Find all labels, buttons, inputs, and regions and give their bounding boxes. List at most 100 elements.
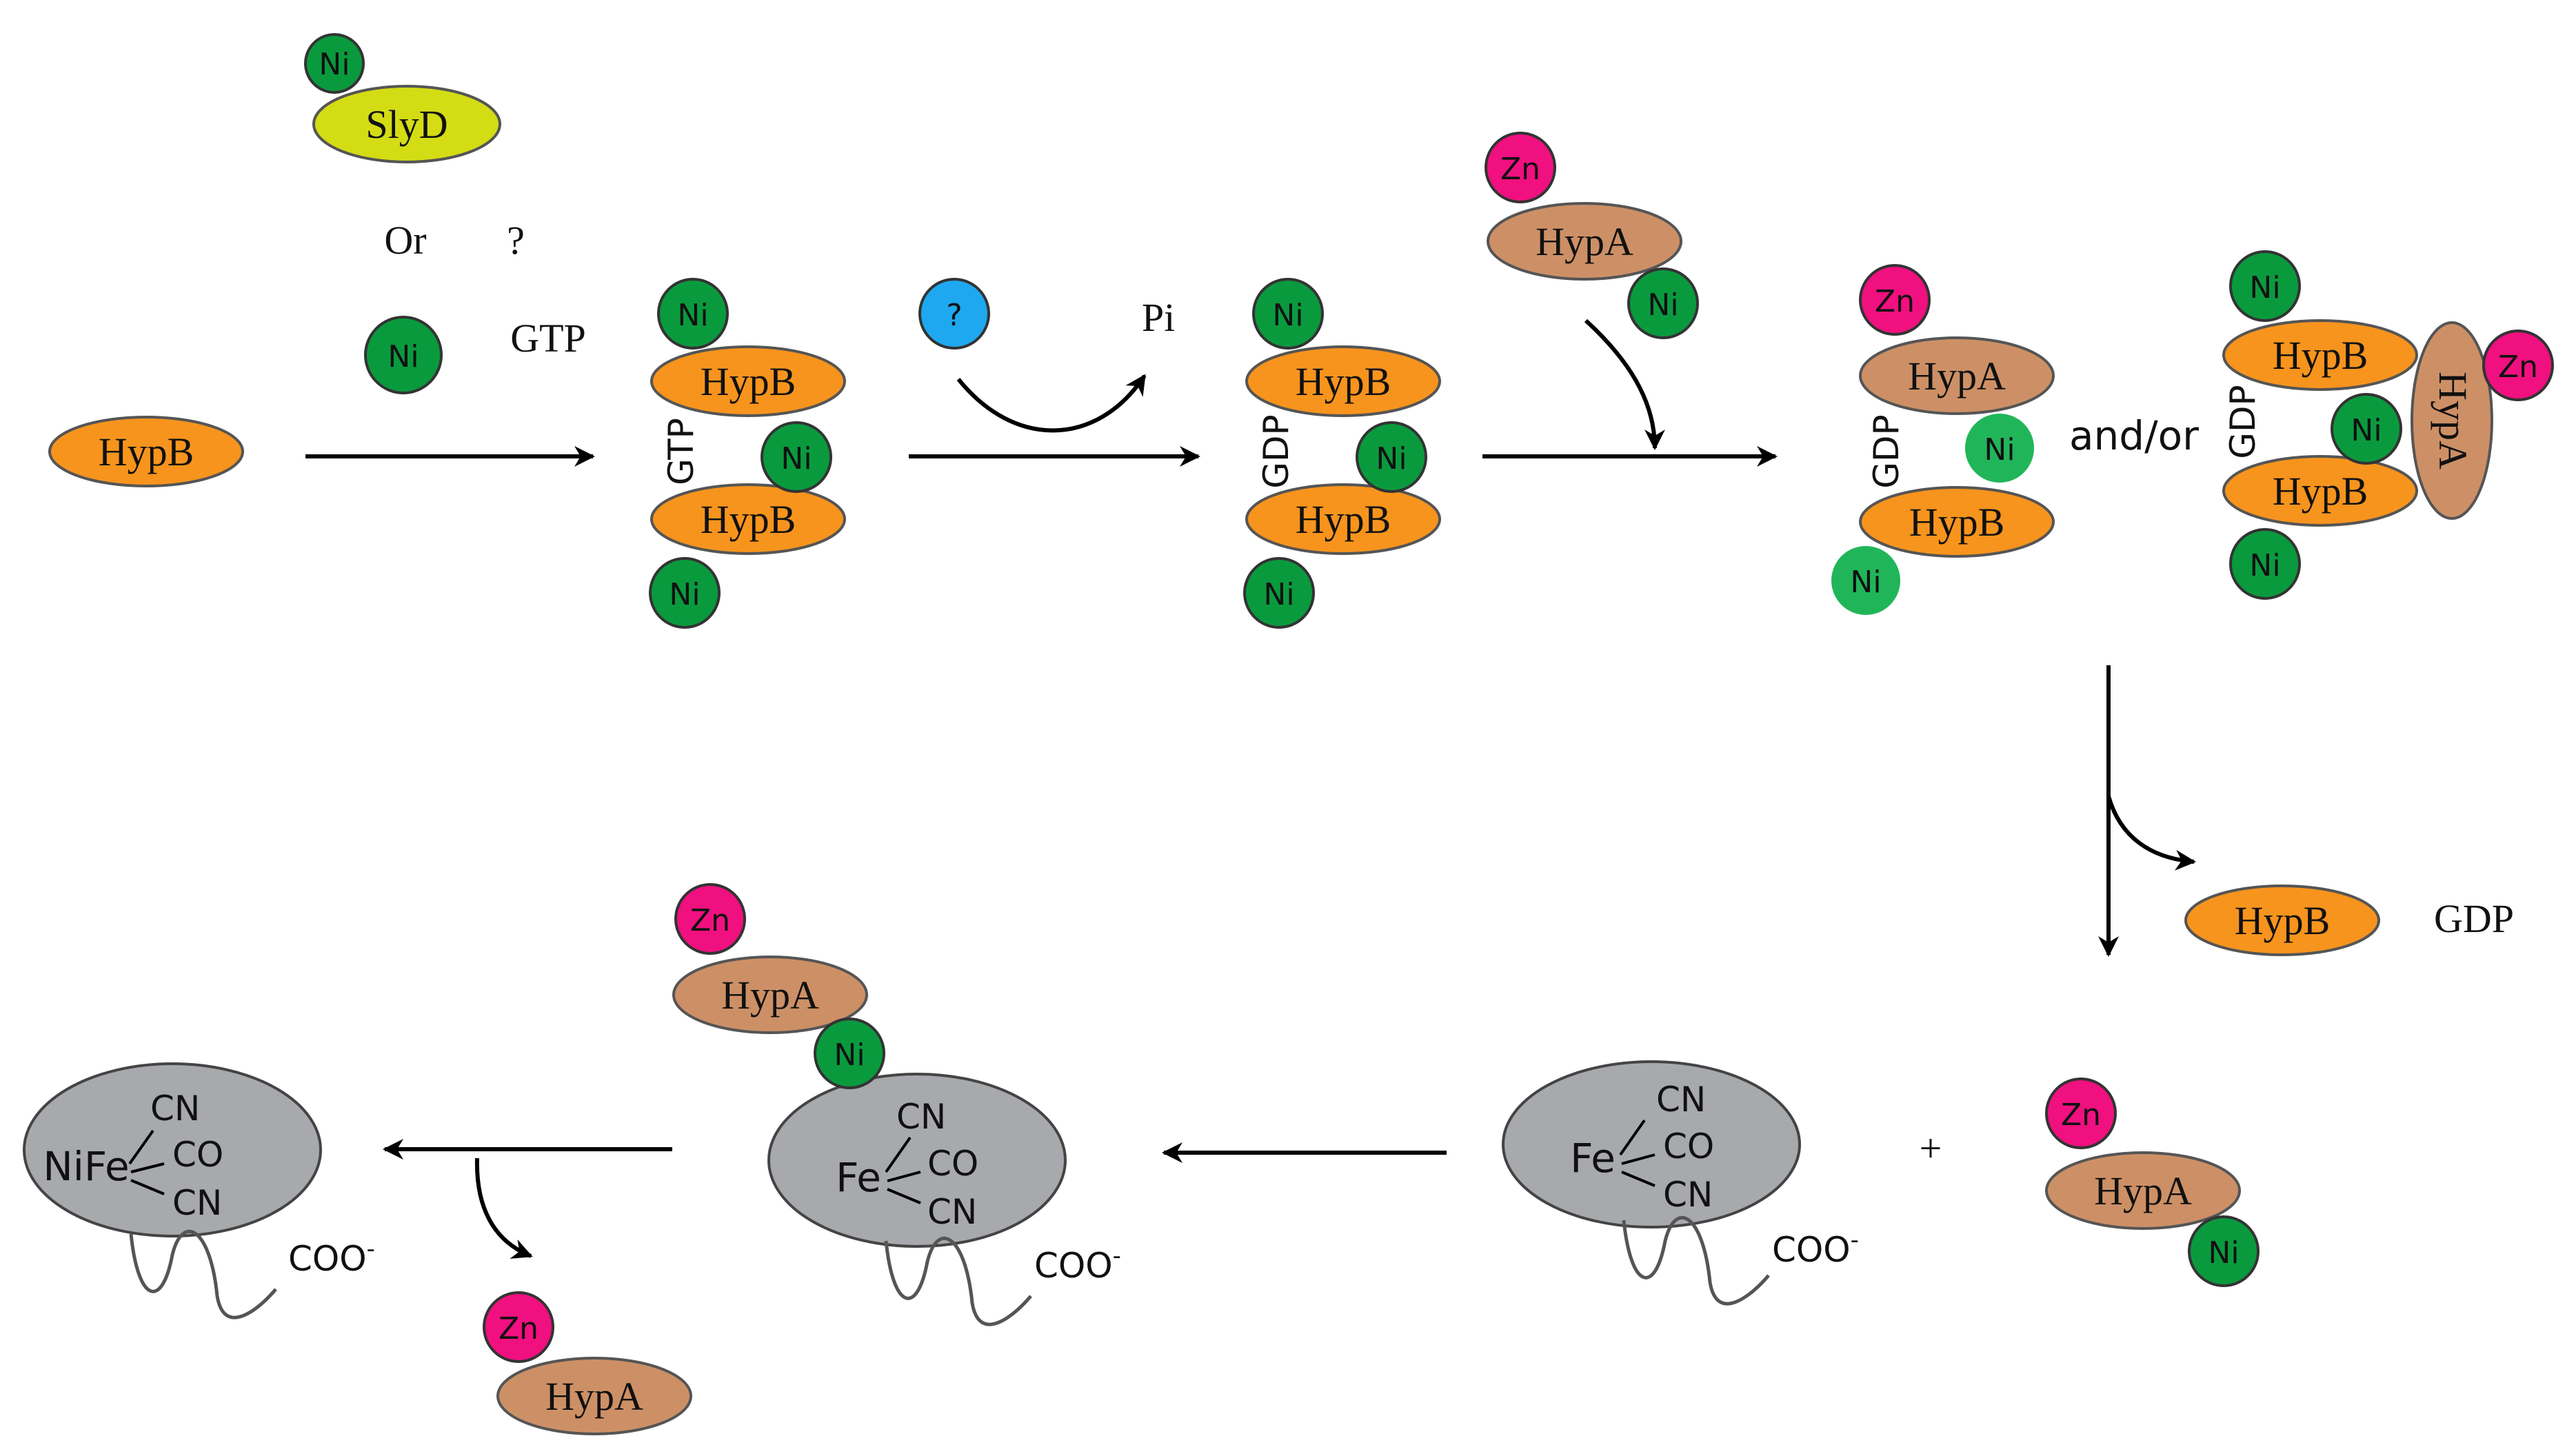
ni-ion: [2188, 1215, 2260, 1287]
hypa-label: HypA: [2431, 372, 2475, 469]
hypb-label: HypB: [2273, 469, 2368, 514]
ni-ion: [761, 421, 832, 493]
hypa-label: HypA: [2094, 1169, 2192, 1213]
unknown-factor-icon: [918, 278, 990, 350]
charge-text: -: [1851, 1226, 1859, 1254]
ni-label: Ni: [669, 577, 700, 612]
hydrogenase-protein: [23, 1062, 322, 1237]
bond-line: [885, 1136, 912, 1173]
zn-label: Zn: [499, 1311, 539, 1346]
hypa-label: HypA: [545, 1374, 643, 1419]
nife-label: NiFe: [43, 1143, 129, 1190]
ni-label: Ni: [1984, 432, 2015, 467]
hypa-protein: [2045, 1151, 2241, 1230]
charge-text: -: [367, 1235, 375, 1263]
fe-label: Fe: [836, 1154, 881, 1201]
cn-label: CN: [927, 1192, 977, 1232]
hypb-label: HypB: [2273, 333, 2368, 378]
ni-label: Ni: [319, 47, 350, 82]
ni-label: Ni: [2249, 548, 2280, 583]
coo-label: COO-: [1772, 1226, 1859, 1270]
hypb-protein: [2222, 455, 2418, 527]
ni-ion: [304, 33, 365, 94]
and-or-label: and/or: [2069, 412, 2199, 459]
hypb-dimer-hypa-complex: HypA HypB HypB GDP Ni Ni Ni Zn: [2222, 250, 2554, 600]
c-terminal-tail: [884, 1236, 1032, 1326]
hypa-zn-ni-complex: HypA Zn Ni: [2045, 1078, 2260, 1287]
ni-label: Ni: [1647, 287, 1678, 323]
slyd-label: SlyD: [365, 102, 447, 147]
ni-label: Ni: [1272, 298, 1303, 333]
release-branch-arrow: [474, 1157, 533, 1259]
ni-label: Ni: [2351, 413, 2382, 448]
ni-ion: [1252, 278, 1324, 350]
zn-label: Zn: [690, 903, 730, 938]
hypa-protein: [2411, 321, 2493, 520]
zn-ion: [1485, 132, 1556, 203]
cn-label: CN: [1663, 1175, 1713, 1215]
hypa-protein: [1487, 202, 1682, 281]
zn-label: Zn: [1500, 152, 1540, 187]
co-label: CO: [927, 1144, 978, 1184]
ni-label: Ni: [388, 339, 419, 374]
plus-label: +: [1920, 1126, 1942, 1171]
zn-label: Zn: [2498, 350, 2538, 385]
hypa-hypb-complex: HypA HypB GDP Zn Ni Ni: [1831, 264, 2055, 615]
hypb-protein: [1245, 345, 1441, 417]
hypb-label: HypB: [2235, 898, 2331, 943]
hypa-protein: [496, 1357, 692, 1435]
fe-label: Fe: [1570, 1135, 1616, 1182]
ni-ion: [2229, 528, 2301, 600]
hypa-zn-ni-complex: HypA Zn Ni: [1485, 132, 1699, 339]
cn-label: CN: [172, 1183, 222, 1223]
zn-ion: [2482, 330, 2554, 401]
bond-line: [1619, 1119, 1646, 1156]
coo-label: COO-: [1034, 1242, 1121, 1286]
cn-label: CN: [150, 1089, 200, 1129]
hypb-protein: [650, 483, 846, 555]
mature-nife-hydrogenase: NiFe CN CO CN COO-: [23, 1062, 375, 1320]
gtp-label: GTP: [510, 316, 586, 361]
hypb-protein: [48, 416, 244, 487]
slyd-complex: SlyD Ni: [304, 33, 501, 163]
bond-line: [130, 1179, 165, 1195]
hydrogenase-protein: [767, 1073, 1067, 1248]
zn-label: Zn: [2061, 1098, 2101, 1133]
hypb-dimer-gdp: HypB HypB GDP Ni Ni Ni: [1243, 278, 1441, 629]
ni-label: Ni: [2249, 270, 2280, 305]
bond-line: [887, 1171, 921, 1182]
zn-ion: [674, 883, 746, 955]
c-terminal-tail: [129, 1229, 277, 1320]
binding-arrow: [1584, 318, 1665, 450]
unknown-factor-label: ?: [946, 298, 962, 333]
ni-label: Ni: [1850, 565, 1881, 600]
ni-ion: [2331, 393, 2402, 465]
ni-ion: [2229, 250, 2301, 322]
cn-label: CN: [1656, 1080, 1706, 1120]
bond-line: [128, 1129, 154, 1165]
bond-line: [1621, 1171, 1656, 1187]
hypa-label: HypA: [1536, 219, 1633, 264]
ni-label: Ni: [2208, 1235, 2239, 1271]
co-label: CO: [1663, 1126, 1714, 1166]
bond-line: [887, 1188, 921, 1204]
hydrolysis-arrow: [956, 374, 1147, 433]
ni-ion: [1243, 557, 1315, 629]
ni-label: Ni: [1376, 441, 1407, 476]
coo-text: COO: [288, 1239, 367, 1279]
hypb-label: HypB: [99, 429, 194, 474]
slyd-protein: [312, 85, 501, 163]
bond-line: [1621, 1153, 1656, 1165]
gdp-vertical-label: GDP: [2223, 385, 2263, 458]
ni-label: Ni: [1263, 577, 1294, 612]
co-label: CO: [172, 1135, 223, 1175]
c-terminal-tail: [1622, 1215, 1770, 1306]
zn-ion: [2045, 1078, 2117, 1149]
ni-ion: [649, 557, 721, 629]
gtp-vertical-label: GTP: [661, 418, 701, 485]
ni-ion: [1627, 267, 1699, 339]
ni-ion: [1356, 421, 1427, 493]
gdp-vertical-label: GDP: [1256, 414, 1296, 488]
pi-label: Pi: [1142, 295, 1175, 340]
